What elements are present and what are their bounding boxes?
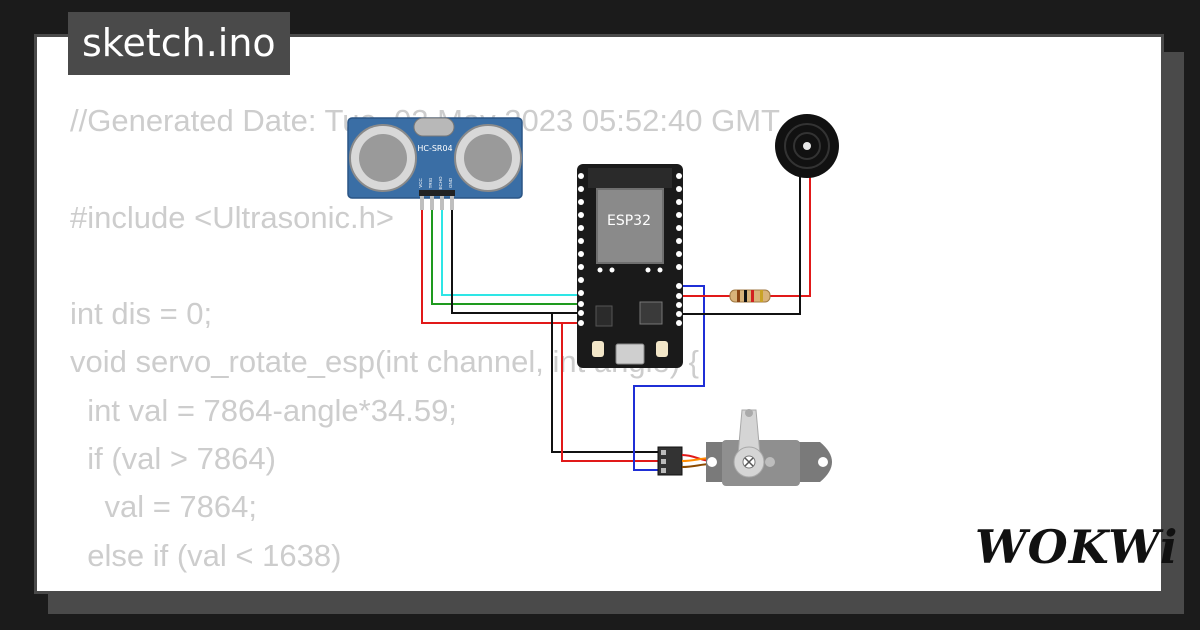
- wire-gnd-black: [451, 195, 580, 314]
- pin-label-echo: ECHO: [438, 176, 443, 190]
- resistor[interactable]: [729, 289, 771, 303]
- wire-servo-black: [551, 312, 660, 453]
- wires: [421, 176, 811, 471]
- esp32-label: ESP32: [607, 213, 651, 229]
- esp32-bottom-pins: [597, 267, 663, 273]
- code-line: else if (val < 1638): [70, 537, 342, 573]
- code-line: int val = 7864-angle*34.59;: [70, 392, 457, 428]
- wokwi-logo: WOKWi: [975, 520, 1179, 574]
- wire-trig-green: [431, 195, 580, 305]
- sketch-filename-tab[interactable]: sketch.ino: [68, 12, 290, 75]
- buzzer[interactable]: [775, 114, 839, 178]
- pin-label-vcc: VCC: [418, 178, 423, 188]
- esp32-board[interactable]: ESP32: [577, 164, 683, 368]
- ultrasonic-model-label: HC-SR04: [417, 144, 452, 153]
- wire-servo-blue: [633, 285, 705, 471]
- code-line: val = 7864;: [70, 489, 257, 525]
- wire-echo-cyan: [441, 195, 580, 296]
- wire-buzzer-red-2: [770, 176, 811, 297]
- code-line: int dis = 0;: [70, 296, 213, 332]
- code-line: if (val > 7864): [70, 441, 276, 477]
- esp32-pins-right: [676, 173, 682, 326]
- esp32-pins-left: [578, 173, 584, 326]
- wire-vcc-red: [421, 195, 580, 324]
- servo-motor[interactable]: [657, 409, 832, 486]
- code-line: #include <Ultrasonic.h>: [70, 199, 394, 235]
- ultrasonic-sensor[interactable]: HC-SR04 VCC TRIG ECHO GND: [347, 117, 523, 210]
- pin-label-trig: TRIG: [428, 177, 433, 188]
- wire-buzzer-black: [680, 176, 801, 315]
- wire-servo-red: [561, 322, 660, 462]
- pin-label-gnd: GND: [448, 177, 453, 188]
- code-line: val = 1638;: [70, 586, 257, 591]
